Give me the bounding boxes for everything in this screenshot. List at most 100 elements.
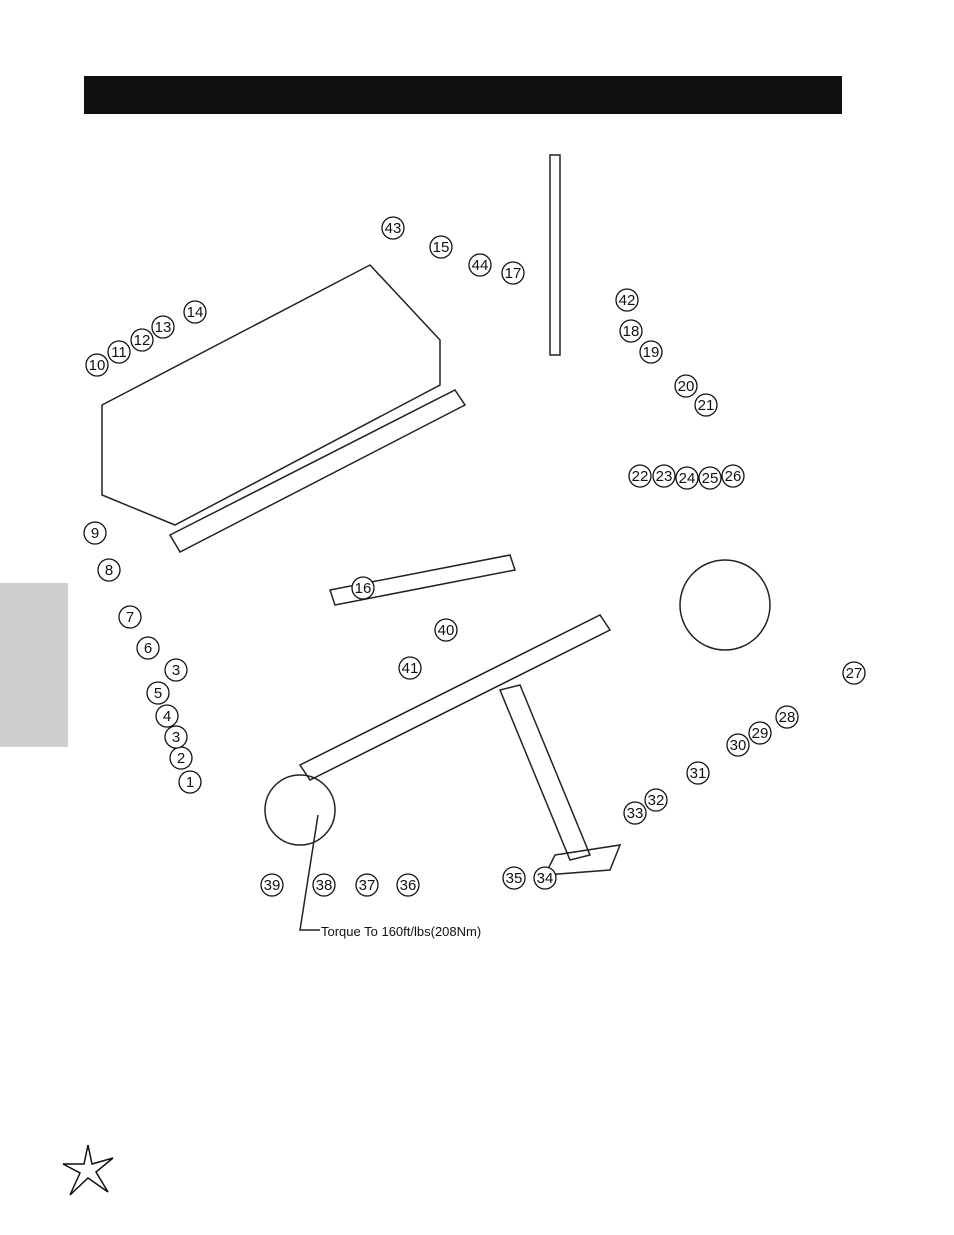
callout-5-label: 5: [154, 685, 162, 702]
callout-22-label: 22: [632, 468, 649, 485]
callout-34-circle: [533, 866, 557, 890]
callout-7-label: 7: [126, 609, 134, 626]
callout-3-label: 3: [172, 662, 180, 679]
callout-24-label: 24: [679, 470, 696, 487]
frame-outline: [329, 554, 516, 606]
callout-37-label: 37: [359, 877, 376, 894]
callout-3-circle: [164, 725, 188, 749]
callout-2-label: 2: [177, 750, 185, 767]
callout-28-label: 28: [779, 709, 796, 726]
callout-18-label: 18: [623, 323, 640, 340]
callout-29-circle: [748, 721, 772, 745]
callout-4-circle: [155, 704, 179, 728]
callout-9-label: 9: [91, 525, 99, 542]
callout-39-label: 39: [264, 877, 281, 894]
callout-1-circle: [178, 770, 202, 794]
callout-36-label: 36: [400, 877, 417, 894]
callout-5-circle: [146, 681, 170, 705]
callout-19-label: 19: [643, 344, 660, 361]
callout-29-label: 29: [752, 725, 769, 742]
torque-note: Torque To 160ft/lbs(208Nm): [321, 924, 482, 939]
callout-38-circle: [312, 873, 336, 897]
callout-21-circle: [694, 393, 718, 417]
callout-30-label: 30: [730, 737, 747, 754]
callout-44-circle: [468, 253, 492, 277]
callout-40-label: 40: [438, 622, 455, 639]
callout-3-circle: [164, 658, 188, 682]
callout-19-circle: [639, 340, 663, 364]
callout-30-circle: [726, 733, 750, 757]
callout-23-label: 23: [656, 468, 673, 485]
callout-16-label: 16: [355, 580, 372, 597]
callout-26-circle: [721, 464, 745, 488]
callout-33-circle: [623, 801, 647, 825]
callout-4-label: 4: [163, 708, 171, 725]
callout-9-circle: [83, 521, 107, 545]
callout-20-label: 20: [678, 378, 695, 395]
callout-10-label: 10: [89, 357, 106, 374]
callout-34-label: 34: [537, 870, 554, 887]
callout-17-label: 17: [505, 265, 522, 282]
callout-25-label: 25: [702, 470, 719, 487]
callout-41-label: 41: [402, 660, 419, 677]
callout-16-circle: [351, 576, 375, 600]
callout-18-circle: [619, 319, 643, 343]
callout-35-circle: [502, 866, 526, 890]
callout-7-circle: [118, 605, 142, 629]
callout-42-label: 42: [619, 292, 636, 309]
callout-31-circle: [686, 761, 710, 785]
callout-3-label: 3: [172, 729, 180, 746]
callout-12-circle: [130, 328, 154, 352]
wheel-hub-left: [264, 774, 336, 846]
callout-32-circle: [644, 788, 668, 812]
callout-42-circle: [615, 288, 639, 312]
callout-6-label: 6: [144, 640, 152, 657]
stand-foot-outline: [543, 844, 622, 876]
drawing-outlines: [101, 154, 771, 931]
callout-26-label: 26: [725, 468, 742, 485]
callout-8-label: 8: [105, 562, 113, 579]
torque-leader: [299, 814, 320, 931]
callout-11-label: 11: [111, 344, 127, 361]
callout-11-circle: [107, 340, 131, 364]
upright-bar-outline: [549, 154, 561, 356]
callout-38-label: 38: [316, 877, 333, 894]
callout-14-label: 14: [187, 304, 204, 321]
callout-43-label: 43: [385, 220, 402, 237]
stand-leg-outline: [498, 684, 592, 861]
callout-33-label: 33: [627, 805, 644, 822]
callout-13-label: 13: [155, 319, 172, 336]
callout-13-circle: [151, 315, 175, 339]
callout-27-circle: [842, 661, 866, 685]
callout-36-circle: [396, 873, 420, 897]
callout-15-circle: [429, 235, 453, 259]
callout-10-circle: [85, 353, 109, 377]
callout-28-circle: [775, 705, 799, 729]
callout-31-label: 31: [690, 765, 707, 782]
wheel-hub-right: [679, 559, 771, 651]
callout-12-label: 12: [134, 332, 151, 349]
callout-41-circle: [398, 656, 422, 680]
callout-39-circle: [260, 873, 284, 897]
callout-14-circle: [183, 300, 207, 324]
title-bar: [84, 76, 842, 114]
axle-outline: [298, 614, 612, 781]
callout-35-label: 35: [506, 870, 523, 887]
callout-25-circle: [698, 466, 722, 490]
callout-22-circle: [628, 464, 652, 488]
callout-37-circle: [355, 873, 379, 897]
callout-1-label: 1: [186, 774, 194, 791]
callout-40-circle: [434, 618, 458, 642]
callout-20-circle: [674, 374, 698, 398]
callout-24-circle: [675, 466, 699, 490]
callout-17-circle: [501, 261, 525, 285]
front-beam-outline: [168, 389, 467, 553]
callout-21-label: 21: [698, 397, 715, 414]
callout-43-circle: [381, 216, 405, 240]
callout-23-circle: [652, 464, 676, 488]
side-tab: [0, 583, 68, 747]
callout-8-circle: [97, 558, 121, 582]
callout-32-label: 32: [648, 792, 665, 809]
